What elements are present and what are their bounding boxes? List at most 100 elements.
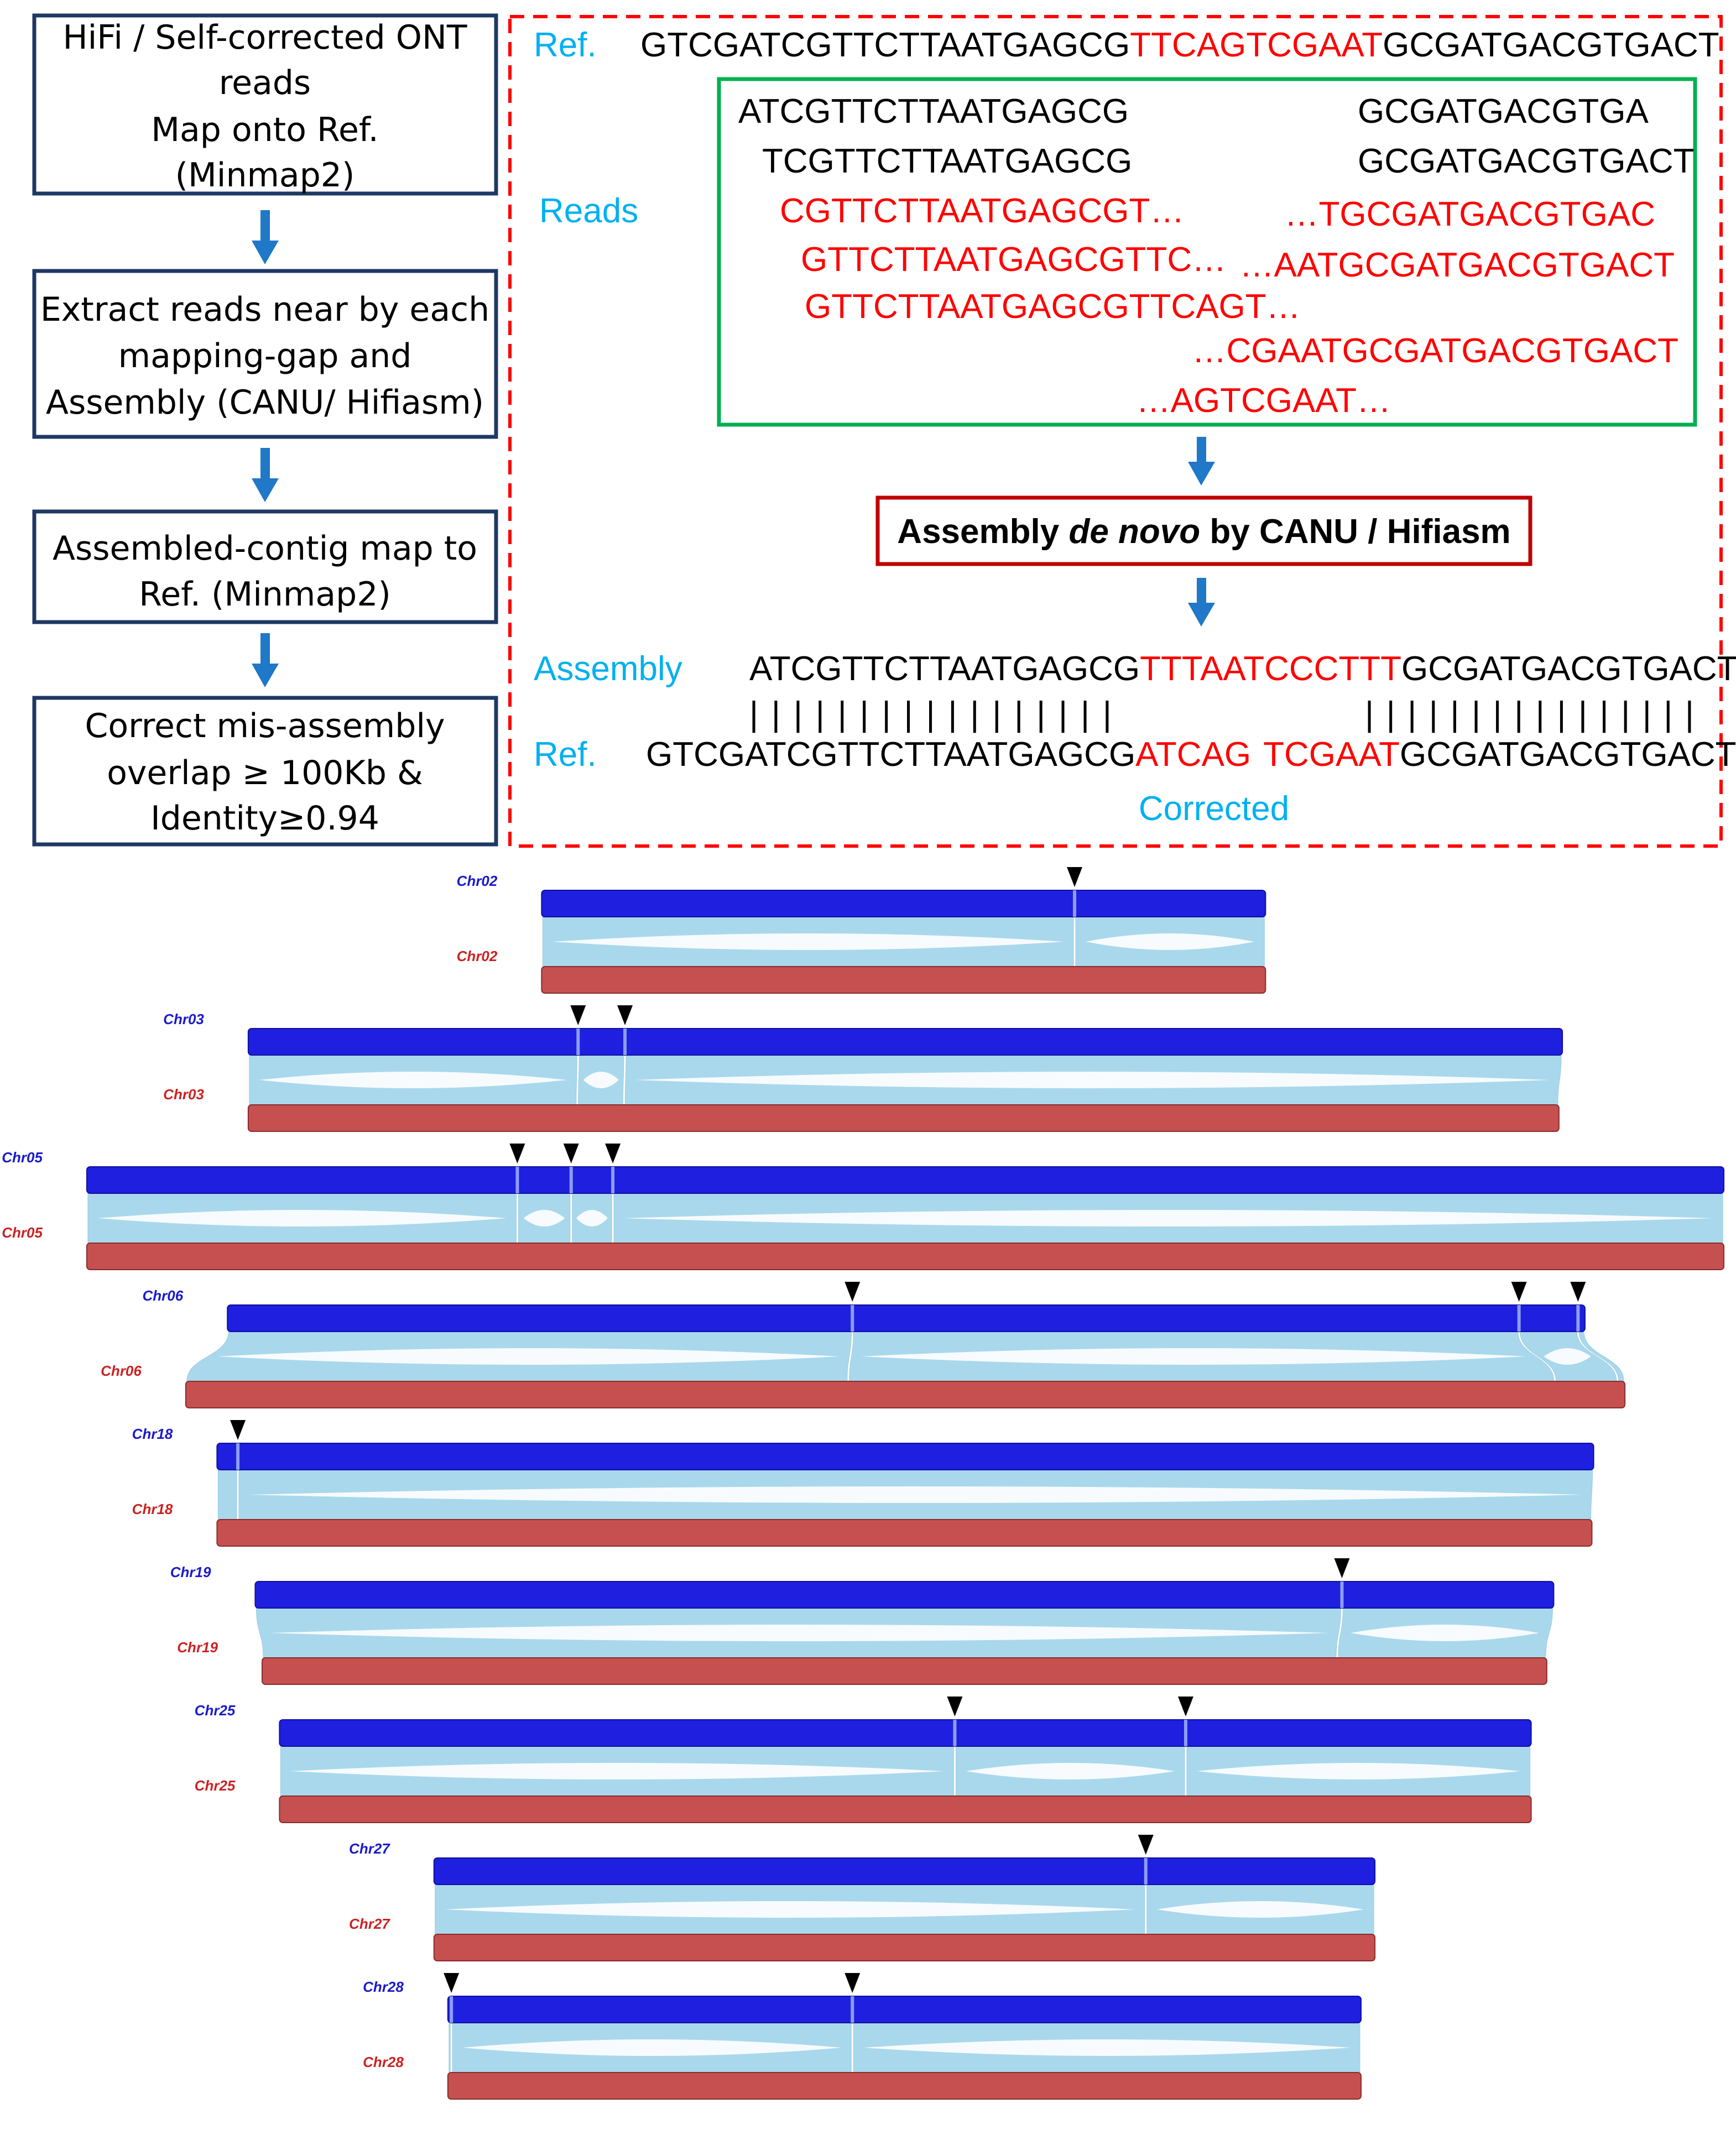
query-chromosome-label: Chr19 — [170, 1564, 211, 1580]
gap-break — [1144, 1858, 1148, 1885]
synteny-ribbon-highlight — [1544, 1348, 1591, 1365]
flow-arrow-1 — [252, 210, 279, 264]
read-red-right-3: …CGAATGCGATGACGTGACT — [1192, 332, 1678, 370]
synteny-ribbon — [449, 2022, 451, 2073]
gap-marker-icon — [1570, 1282, 1586, 1302]
read-red-right-1: …TGCGATGACGTGAC — [1284, 195, 1655, 233]
flow-step-4-line-2: overlap ≥ 100Kb & — [107, 754, 423, 792]
ref-chromosome-label: Chr05 — [2, 1224, 43, 1241]
synteny-ribbon — [217, 1469, 237, 1520]
ref-bottom-seq-left: GTCGATCGTTCTTAATGAGCG — [646, 735, 1135, 774]
gap-marker-icon — [1138, 1835, 1154, 1855]
ref-chromosome-label: Chr19 — [177, 1639, 218, 1656]
query-chromosome-label: Chr25 — [195, 1702, 236, 1719]
schematic-arrow-1 — [1188, 437, 1215, 486]
ref-bottom-seq-red-1: ATCAG — [1135, 735, 1251, 774]
gap-break — [1517, 1305, 1521, 1332]
ref-top-seq-gap: TTCAGTCGAAT — [1130, 26, 1383, 64]
gap-marker-icon — [509, 1144, 525, 1163]
gap-break — [953, 1720, 957, 1746]
ref-chromosome-bar — [433, 1934, 1376, 1961]
ref-chromosome-bar — [261, 1657, 1547, 1685]
method-label-pre: Assembly — [897, 513, 1068, 551]
gap-break — [611, 1167, 615, 1193]
pipeline-figure: HiFi / Self-corrected ONT reads Map onto… — [32, 13, 1736, 848]
query-chromosome-bar — [247, 1028, 1563, 1056]
query-chromosome-label: Chr03 — [163, 1011, 204, 1027]
flow-step-2-line-1: Extract reads near by each — [40, 290, 489, 329]
gap-break — [1576, 1305, 1580, 1332]
query-chromosome-label: Chr18 — [132, 1426, 173, 1442]
synteny-ribbon-highlight — [290, 1763, 944, 1779]
gap-break — [450, 1996, 453, 2023]
query-chromosome-bar — [541, 890, 1266, 917]
ref-chromosome-label: Chr06 — [101, 1363, 142, 1379]
gap-break — [1340, 1581, 1344, 1608]
synteny-ribbon-highlight — [1086, 933, 1255, 950]
corrected-label: Corrected — [1139, 790, 1289, 828]
query-chromosome-bar — [216, 1443, 1594, 1470]
assembly-seq-right: GCGATGACGTGACT — [1401, 650, 1736, 688]
query-chromosome-bar — [279, 1719, 1532, 1747]
gap-marker-icon — [605, 1144, 621, 1163]
alignment-bars-right: |||||||||||||||| — [1365, 695, 1694, 733]
ref-top-label: Ref. — [534, 26, 597, 64]
query-chromosome-bar — [433, 1857, 1376, 1885]
ref-chromosome-label: Chr27 — [349, 1915, 390, 1932]
read-black-left-1: ATCGTTCTTAATGAGCG — [738, 92, 1129, 131]
query-chromosome-label: Chr06 — [143, 1287, 184, 1304]
method-label-italic: de novo — [1068, 513, 1200, 551]
gap-marker-icon — [1177, 1697, 1193, 1716]
synteny-ribbon-highlight — [863, 2039, 1350, 2056]
flowchart: HiFi / Self-corrected ONT reads Map onto… — [32, 13, 498, 847]
method-box — [875, 495, 1532, 566]
reads-label: Reads — [539, 192, 638, 230]
schematic-arrow-2 — [1188, 578, 1215, 627]
ref-chromosome-bar — [279, 1795, 1532, 1823]
gap-break — [515, 1167, 519, 1193]
flow-step-1-line-4: (Minmap2) — [175, 156, 355, 195]
synteny-ribbon-highlight — [445, 1901, 1135, 1918]
gap-marker-icon — [1067, 867, 1083, 887]
flow-step-1-box — [32, 13, 498, 196]
ref-chromosome-label: Chr03 — [163, 1086, 204, 1103]
flow-arrow-3 — [252, 633, 279, 687]
query-chromosome-label: Chr05 — [2, 1149, 43, 1166]
read-red-left-2: GTTCTTAATGAGCGTTC… — [801, 241, 1226, 279]
flow-step-1-line-1: HiFi / Self-corrected ONT — [62, 18, 467, 57]
query-chromosome-bar — [254, 1581, 1555, 1609]
ref-top-seq-right: GCGATGACGTGACT — [1383, 26, 1719, 64]
ref-chromosome-bar — [216, 1519, 1593, 1547]
alignment-bars-left: ||||||||||||||||| — [749, 695, 1112, 733]
flow-step-2-line-3: Assembly (CANU/ Hifiasm) — [46, 383, 484, 422]
reads-box — [717, 77, 1697, 427]
gap-break — [1073, 890, 1077, 917]
gap-break — [569, 1167, 573, 1193]
synteny-ribbon-highlight — [624, 1210, 1713, 1226]
synteny-ribbon-highlight — [576, 1210, 608, 1226]
gap-marker-icon — [444, 1973, 460, 1993]
gap-marker-icon — [947, 1697, 963, 1716]
gap-break — [851, 1305, 854, 1332]
synteny-ribbon-highlight — [249, 1486, 1582, 1503]
synteny-ribbon-highlight — [583, 1072, 619, 1088]
assembly-label: Assembly — [534, 650, 682, 688]
gap-marker-icon — [230, 1420, 246, 1440]
schematic-dashed-box — [508, 15, 1723, 848]
query-chromosome-label: Chr27 — [349, 1840, 390, 1857]
read-red-left-3: GTTCTTAATGAGCGTTCAGT… — [805, 288, 1301, 326]
ref-chromosome-bar — [247, 1104, 1560, 1132]
method-label-post: by CANU / Hifiasm — [1200, 513, 1511, 551]
ref-chromosome-bar — [541, 966, 1266, 994]
ref-top-seq-left: GTCGATCGTTCTTAATGAGCG — [640, 26, 1130, 64]
ref-bottom-seq-right: GCGATGACGTGACT — [1400, 735, 1736, 774]
gap-marker-icon — [563, 1144, 579, 1163]
synteny-plot: Chr02Chr02Chr03Chr03Chr05Chr05Chr06Chr06… — [2, 867, 1725, 2100]
flow-step-2-box — [32, 269, 498, 439]
synteny-ribbon-highlight — [269, 1625, 1329, 1641]
